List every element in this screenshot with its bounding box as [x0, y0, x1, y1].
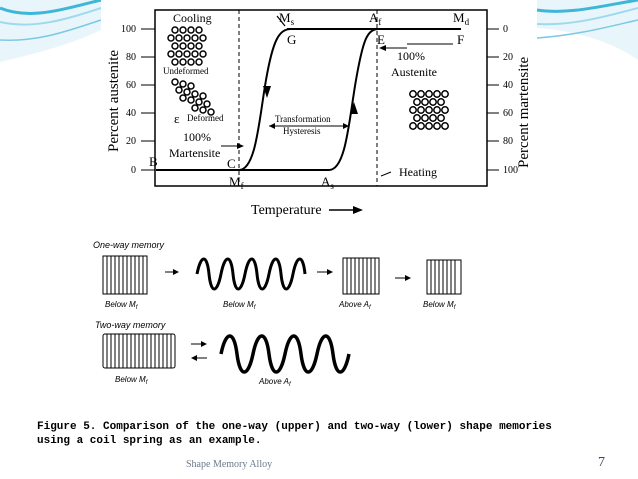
slide-page-number: 7	[598, 455, 605, 470]
right-tick: 20	[503, 52, 513, 63]
spring-extended-1	[195, 257, 307, 291]
slide-header-waves	[0, 0, 638, 62]
right-tick: 100	[503, 165, 518, 176]
slide-footer-title: Shape Memory Alloy	[186, 459, 273, 470]
up-arrow-icon	[350, 102, 358, 114]
x-axis-label: Temperature	[251, 203, 322, 218]
left-tick: 100	[121, 24, 136, 35]
undeformed-label: Undeformed	[163, 66, 209, 76]
two-way-title: Two-way memory	[95, 320, 166, 330]
spring-extended-two-way	[219, 334, 351, 374]
figure-caption-line1: Figure 5. Comparison of the one-way (upp…	[37, 421, 552, 433]
left-tick: 0	[131, 165, 136, 176]
label-md: Md	[453, 10, 470, 27]
deformed-label: Deformed	[187, 113, 224, 123]
label-e: E	[377, 32, 385, 47]
one-way-title: One-way memory	[93, 240, 165, 250]
hysteresis-label: Hysteresis	[283, 126, 321, 136]
label-mf: Mf	[229, 174, 244, 191]
right-tick: 80	[503, 136, 513, 147]
austenite-lattice	[409, 90, 449, 130]
y-axis-left-label: Percent austenite	[106, 50, 122, 152]
label-as: As	[321, 174, 334, 191]
spring-compressed-3	[426, 259, 462, 295]
left-tick: 40	[126, 108, 136, 119]
label-af: Af	[369, 10, 381, 27]
right-tick: 0	[503, 24, 508, 35]
cooling-curve	[156, 28, 292, 171]
one-way-label: Below Mf	[423, 300, 457, 311]
spring-compressed-two-way	[102, 333, 176, 369]
spring-compressed-1	[102, 255, 148, 295]
left-tick: 60	[126, 80, 136, 91]
one-way-label: Below Mf	[223, 300, 257, 311]
spring-compressed-2	[342, 257, 380, 295]
right-tick-labels: 0 20 40 60 80 100	[503, 24, 518, 176]
heating-label: Heating	[399, 165, 437, 179]
one-way-label: Above Af	[338, 300, 372, 311]
shape-memory-comparison-figure: One-way memory Below Mf Below Mf Above A…	[31, 220, 592, 468]
hysteresis-diagram: Percent austenite Percent martensite 100…	[106, 9, 532, 218]
one-way-label: Below Mf	[105, 300, 139, 311]
figure-caption-line2: using a coil spring as an example.	[37, 435, 261, 447]
right-tick: 60	[503, 108, 513, 119]
label-b: B	[149, 154, 158, 169]
two-way-label: Below Mf	[115, 375, 149, 386]
temperature-markers	[238, 10, 378, 186]
left-tick: 80	[126, 52, 136, 63]
two-way-label: Above Af	[258, 377, 292, 388]
austenite-label: Austenite	[391, 65, 437, 79]
undeformed-lattice	[167, 26, 207, 66]
transformation-label: Transformation	[275, 114, 331, 124]
right-tick: 40	[503, 80, 513, 91]
left-tick-labels: 100 80 60 40 20 0	[121, 24, 136, 176]
left-tick: 20	[126, 136, 136, 147]
down-arrow-icon	[263, 86, 271, 98]
coil-spring-diagram: One-way memory Below Mf Below Mf Above A…	[37, 240, 552, 447]
austenite-percent: 100%	[397, 49, 425, 63]
label-ms: Ms	[279, 10, 295, 27]
transformation-hysteresis-figure: Percent austenite Percent martensite 100…	[101, 0, 537, 220]
epsilon-label: ε	[174, 111, 180, 126]
martensite-percent: 100%	[183, 130, 211, 144]
martensite-label: Martensite	[169, 146, 220, 160]
plot-frame	[154, 9, 488, 187]
label-f: F	[457, 32, 464, 47]
cooling-label: Cooling	[173, 11, 212, 25]
deformed-lattice	[171, 78, 215, 116]
label-c: C	[227, 156, 236, 171]
y-axis-right-label: Percent martensite	[516, 56, 532, 168]
label-g: G	[287, 32, 296, 47]
heating-curve	[239, 28, 380, 171]
